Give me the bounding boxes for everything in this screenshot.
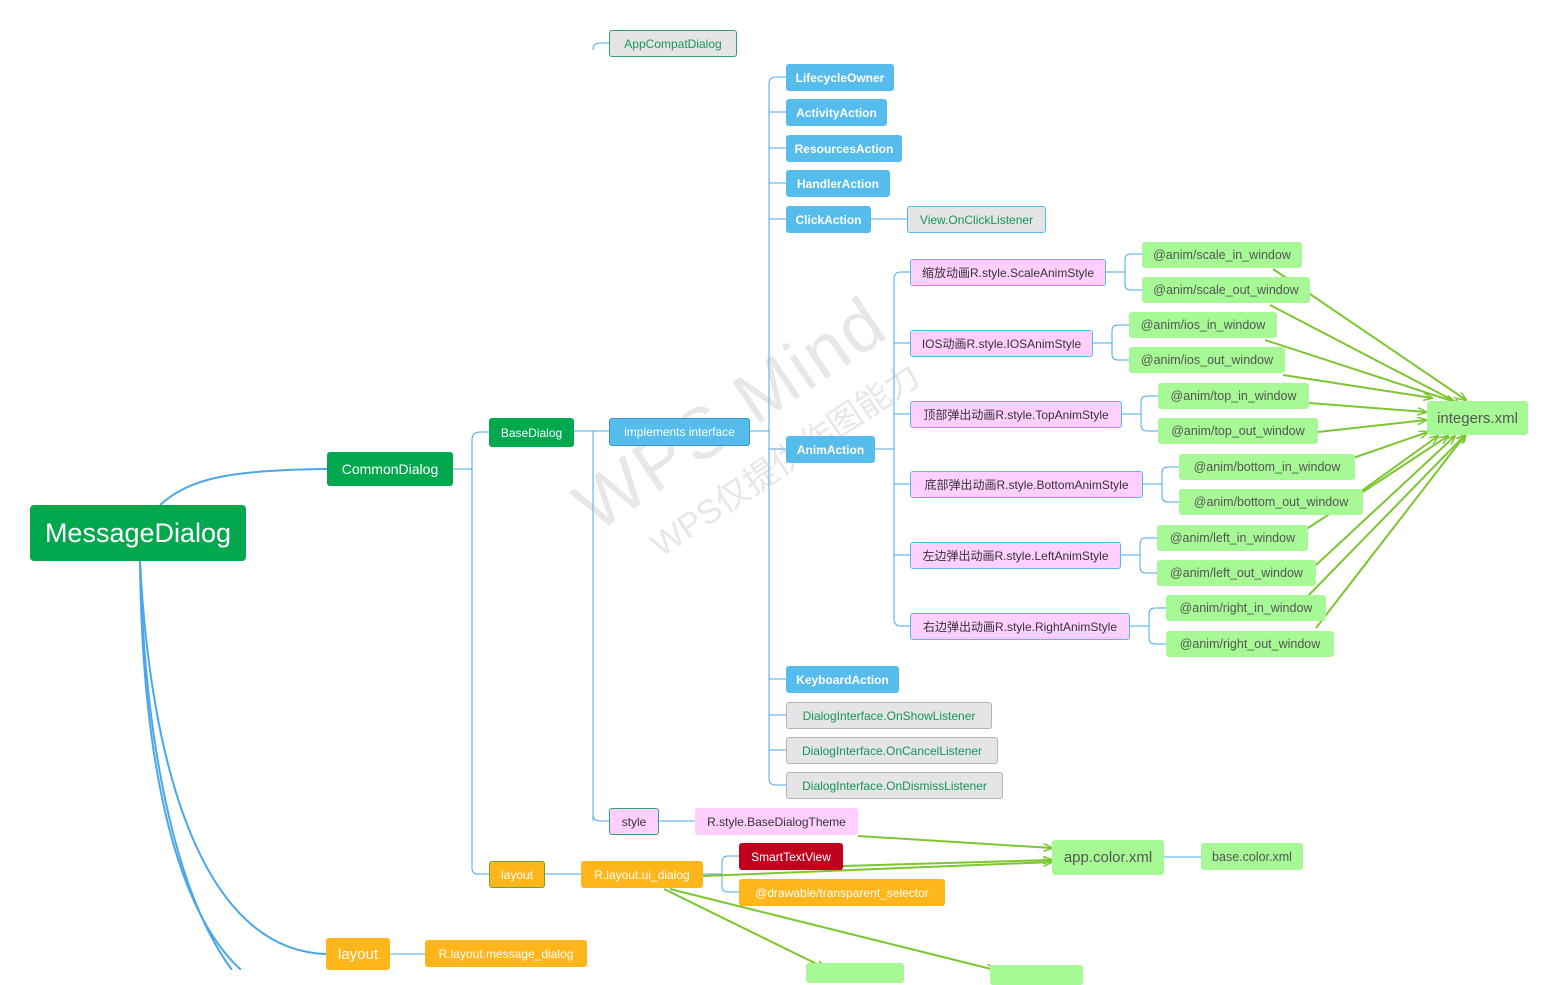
node-layout-child[interactable]: layout: [489, 861, 545, 888]
node-bottom-out-window[interactable]: @anim/bottom_out_window: [1179, 489, 1363, 515]
node-integers-xml[interactable]: integers.xml: [1427, 401, 1528, 435]
node-top-out-window[interactable]: @anim/top_out_window: [1158, 418, 1318, 444]
arrow-smarttextview-to-app-color: [842, 860, 1052, 867]
node-base-color-xml[interactable]: base.color.xml: [1201, 843, 1303, 870]
arrow-theme-to-app-color: [857, 835, 1052, 848]
root-to-offscreen-connector-2: [139, 560, 242, 970]
node-base-dialog[interactable]: BaseDialog: [489, 418, 574, 447]
node-lifecycle-owner[interactable]: LifecycleOwner: [786, 64, 894, 91]
node-resources-action[interactable]: ResourcesAction: [786, 135, 902, 162]
node-implements-interface[interactable]: implements interface: [609, 418, 750, 446]
node-layout-branch[interactable]: layout: [326, 938, 390, 970]
arrow-top-in-to-integers: [1308, 402, 1426, 412]
node-top-anim-style[interactable]: 顶部弹出动画R.style.TopAnimStyle: [910, 401, 1122, 428]
node-on-show-listener[interactable]: DialogInterface.OnShowListener: [786, 702, 992, 729]
node-top-in-window[interactable]: @anim/top_in_window: [1158, 383, 1309, 409]
arrow-left-in-to-integers: [1304, 436, 1448, 531]
node-handler-action[interactable]: HandlerAction: [786, 170, 890, 197]
node-app-color-xml[interactable]: app.color.xml: [1052, 840, 1164, 875]
node-common-dialog[interactable]: CommonDialog: [327, 452, 453, 486]
node-smart-text-view[interactable]: SmartTextView: [739, 843, 843, 870]
node-scale-in-window[interactable]: @anim/scale_in_window: [1142, 242, 1302, 268]
node-ui-dialog-layout[interactable]: R.layout.ui_dialog: [581, 861, 703, 888]
node-style[interactable]: style: [609, 808, 659, 835]
node-view-on-click-listener[interactable]: View.OnClickListener: [907, 206, 1046, 233]
node-ios-anim-style[interactable]: IOS动画R.style.IOSAnimStyle: [910, 330, 1093, 357]
node-right-anim-style[interactable]: 右边弹出动画R.style.RightAnimStyle: [910, 613, 1130, 640]
node-transparent-selector[interactable]: @drawable/transparent_selector: [739, 879, 945, 906]
node-scale-out-window[interactable]: @anim/scale_out_window: [1142, 277, 1310, 303]
node-bottom-anim-style[interactable]: 底部弹出动画R.style.BottomAnimStyle: [910, 471, 1143, 498]
node-left-out-window[interactable]: @anim/left_out_window: [1157, 560, 1316, 586]
arrow-bottom-in-to-integers: [1352, 432, 1428, 459]
node-anim-action[interactable]: AnimAction: [786, 436, 875, 463]
node-scale-anim-style[interactable]: 缩放动画R.style.ScaleAnimStyle: [910, 259, 1106, 286]
node-on-cancel-listener[interactable]: DialogInterface.OnCancelListener: [786, 737, 998, 764]
arrow-top-out-to-integers: [1317, 420, 1426, 433]
node-activity-action[interactable]: ActivityAction: [786, 99, 887, 126]
node-message-dialog-layout[interactable]: R.layout.message_dialog: [425, 940, 587, 967]
root-to-offscreen-connector-1: [139, 560, 233, 970]
node-left-anim-style[interactable]: 左边弹出动画R.style.LeftAnimStyle: [910, 542, 1121, 569]
node-left-in-window[interactable]: @anim/left_in_window: [1157, 525, 1308, 551]
root-to-layout-connector: [139, 560, 327, 955]
arrow-bottom-out-to-integers: [1359, 436, 1438, 493]
node-click-action[interactable]: ClickAction: [786, 206, 871, 233]
root-node-message-dialog[interactable]: MessageDialog: [30, 505, 246, 561]
node-on-dismiss-listener[interactable]: DialogInterface.OnDismissListener: [786, 772, 1003, 799]
node-offscreen-2[interactable]: [990, 965, 1083, 985]
node-bottom-in-window[interactable]: @anim/bottom_in_window: [1179, 454, 1355, 480]
watermark-subtitle: WPS仅提供作图能力: [644, 356, 927, 565]
node-right-in-window[interactable]: @anim/right_in_window: [1166, 595, 1326, 621]
node-ios-out-window[interactable]: @anim/ios_out_window: [1129, 347, 1285, 373]
node-appcompat-dialog[interactable]: AppCompatDialog: [609, 30, 737, 57]
node-right-out-window[interactable]: @anim/right_out_window: [1166, 631, 1334, 657]
node-ios-in-window[interactable]: @anim/ios_in_window: [1129, 312, 1277, 338]
node-keyboard-action[interactable]: KeyboardAction: [786, 666, 899, 693]
watermark-title: WPS Mind: [560, 281, 901, 548]
root-to-common-dialog-connector: [159, 468, 328, 506]
node-offscreen-1[interactable]: [806, 963, 904, 983]
node-base-dialog-theme[interactable]: R.style.BaseDialogTheme: [695, 808, 858, 835]
